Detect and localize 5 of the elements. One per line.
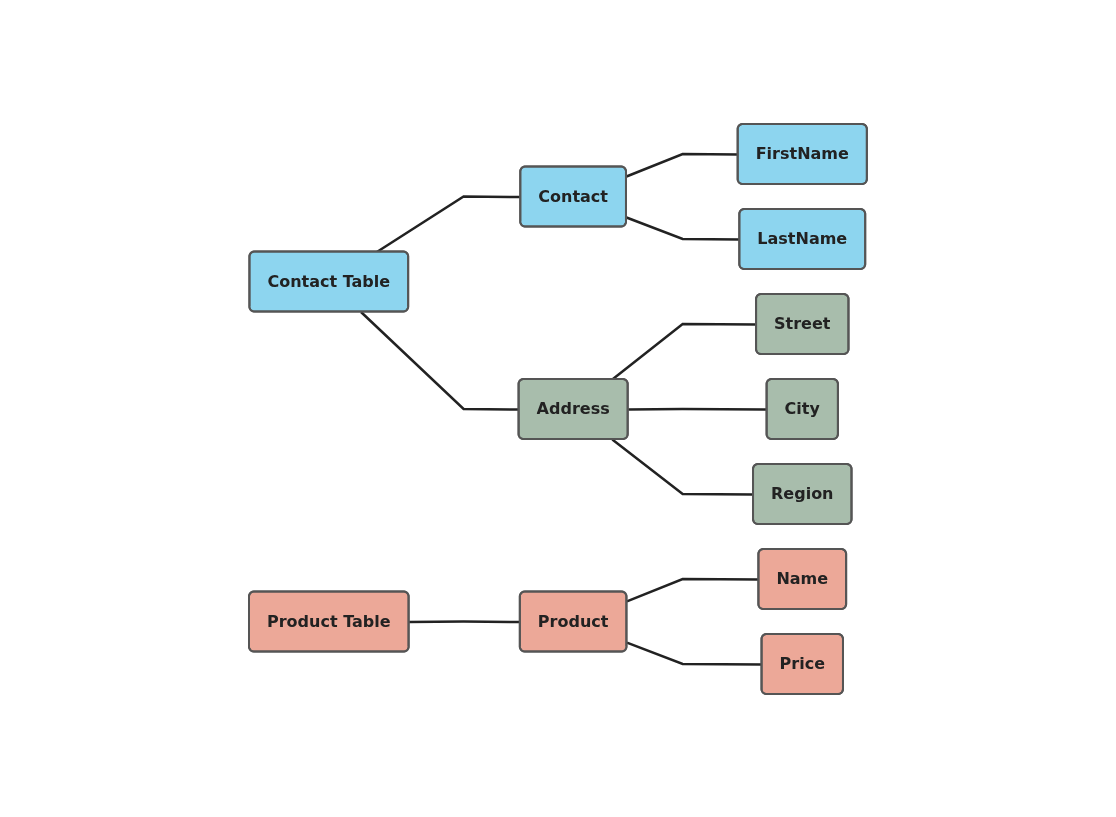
connector [626, 215, 740, 241]
connector [626, 577, 759, 602]
connector [611, 438, 754, 496]
connector [376, 194, 521, 253]
connector [611, 322, 757, 380]
